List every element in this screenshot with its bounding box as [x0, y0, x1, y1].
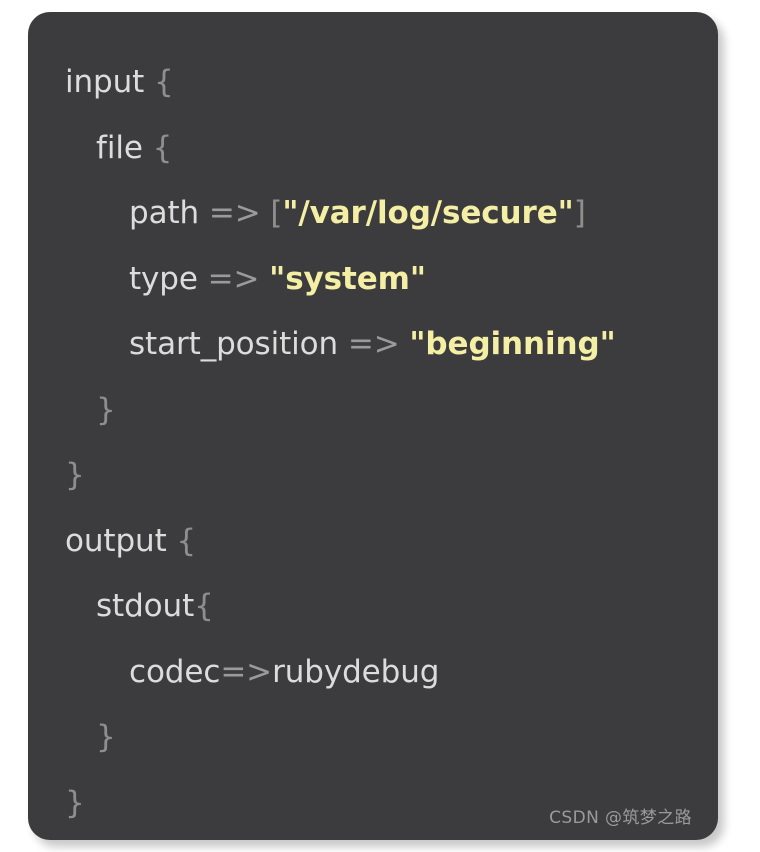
code-line: file { — [28, 116, 718, 182]
code-token-str: "system" — [269, 260, 426, 297]
code-line: path => ["/var/log/secure"] — [28, 181, 718, 247]
code-line: } — [28, 705, 718, 771]
code-token-key: path — [129, 195, 200, 231]
code-line: codec=>rubydebug — [28, 640, 718, 706]
code-token-key: start_position — [129, 326, 339, 362]
code-line: input { — [28, 50, 718, 116]
code-token-key: input — [65, 64, 145, 100]
code-token-arrow: => — [347, 326, 400, 362]
code-card: input {file {path => ["/var/log/secure"]… — [28, 12, 718, 840]
code-token-punc: } — [65, 457, 85, 493]
code-token-key: codec — [129, 653, 221, 690]
code-token-str: "beginning" — [409, 326, 616, 362]
csdn-watermark: CSDN @筑梦之路 — [549, 808, 692, 828]
code-token-arrow: => — [207, 260, 260, 297]
code-line: } — [28, 443, 718, 509]
code-block[interactable]: input {file {path => ["/var/log/secure"]… — [28, 12, 718, 836]
code-line: stdout{ — [28, 574, 718, 640]
code-token-punc: { — [176, 522, 197, 559]
code-token-plain — [198, 261, 208, 297]
code-token-key: stdout — [96, 588, 195, 624]
code-token-punc: [ — [270, 195, 283, 231]
code-token-punc: { — [152, 129, 173, 166]
code-token-plain — [338, 326, 348, 362]
code-line: type => "system" — [28, 247, 718, 313]
code-token-plain — [199, 195, 209, 231]
code-line: output { — [28, 509, 718, 575]
code-token-plain — [261, 195, 271, 231]
code-line: start_position => "beginning" — [28, 312, 718, 378]
code-token-arrow: => — [208, 195, 261, 231]
code-token-punc: { — [154, 64, 174, 100]
code-token-punc: } — [96, 719, 116, 755]
code-token-key: output — [65, 522, 167, 559]
code-token-key: rubydebug — [272, 653, 440, 690]
code-token-key: file — [96, 129, 143, 166]
code-line: } — [28, 378, 718, 444]
code-token-plain — [259, 261, 269, 297]
code-token-plain — [400, 326, 410, 362]
code-token-plain — [143, 130, 153, 166]
code-token-punc: { — [194, 588, 214, 624]
code-token-key: type — [129, 260, 198, 297]
code-token-plain — [167, 523, 177, 559]
code-token-punc: } — [65, 784, 85, 821]
code-token-punc: } — [96, 391, 116, 428]
code-line: } — [28, 771, 718, 837]
code-token-plain — [144, 64, 154, 100]
code-token-arrow: => — [220, 653, 273, 690]
code-token-punc: ] — [573, 195, 586, 231]
code-token-str: "/var/log/secure" — [282, 195, 574, 231]
